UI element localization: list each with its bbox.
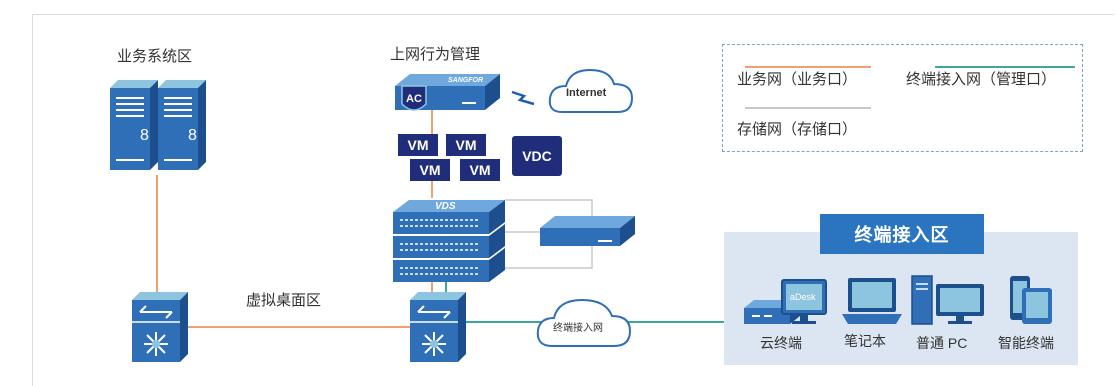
svg-text:8: 8 [188, 127, 197, 144]
legend-terminal-text: 终端接入网（管理口） [906, 71, 1057, 88]
access-cloud-icon [536, 298, 632, 347]
access-cloud-label: 终端接入网 [553, 321, 603, 334]
legend-business-line [745, 66, 871, 68]
ac-badge: AC [406, 93, 422, 105]
laptop-icon [842, 278, 902, 324]
vm-block-3: VM [410, 159, 450, 181]
terminal-pc-label: 普通 PC [916, 335, 968, 351]
legend-terminal-line [935, 66, 1075, 68]
desktop-pc-icon [911, 275, 984, 325]
storage-link-top [505, 199, 593, 220]
wireless-link-icon [511, 90, 535, 106]
internet-cloud-icon [548, 68, 634, 113]
terminal-thin-client-label: 云终端 [760, 335, 802, 351]
business-server-icon: 8 8 [110, 80, 206, 170]
internet-mgmt-label: 上网行为管理 [390, 46, 481, 63]
legend-business-text: 业务网（业务口） [737, 71, 858, 88]
vm-block-2: VM [446, 134, 486, 156]
vm-block-4: VM [460, 159, 500, 181]
svg-text:8: 8 [140, 127, 149, 144]
ac-brand: SANGFOR [448, 77, 483, 84]
terminal-devices-canvas: aDesk [744, 275, 1052, 325]
legend-box: 业务网（业务口） 终端接入网（管理口） 存储网（存储口） [722, 44, 1083, 152]
legend-storage-text: 存储网（存储口） [737, 121, 858, 138]
adesk-label: aDesk [790, 292, 816, 302]
core-switch-left-icon [132, 292, 188, 362]
terminal-laptop-label: 笔记本 [844, 333, 886, 349]
ac-appliance-icon [395, 74, 500, 111]
business-zone-label: 业务系统区 [117, 48, 193, 65]
vds-server-stack-icon [393, 200, 505, 282]
diagram-frame [32, 14, 1114, 386]
terminal-access-zone: aDesk 云终端 笔记本 普通 PC 智能终端 [724, 232, 1078, 365]
storage-appliance-icon [540, 216, 635, 246]
terminal-smart-label: 智能终端 [998, 335, 1054, 351]
smart-device-icon [1010, 276, 1052, 324]
vdc-block: VDC [512, 136, 562, 176]
legend-storage-line [745, 107, 871, 109]
vm-block-1: VM [398, 134, 438, 156]
core-switch-right-icon [410, 292, 466, 362]
virtual-desktop-label: 虚拟桌面区 [246, 292, 322, 309]
storage-link-bottom [505, 245, 593, 269]
thin-client-icon [744, 279, 827, 324]
vds-label: VDS [435, 201, 456, 212]
internet-label: Internet [566, 87, 607, 99]
terminal-zone-title: 终端接入区 [820, 214, 984, 254]
